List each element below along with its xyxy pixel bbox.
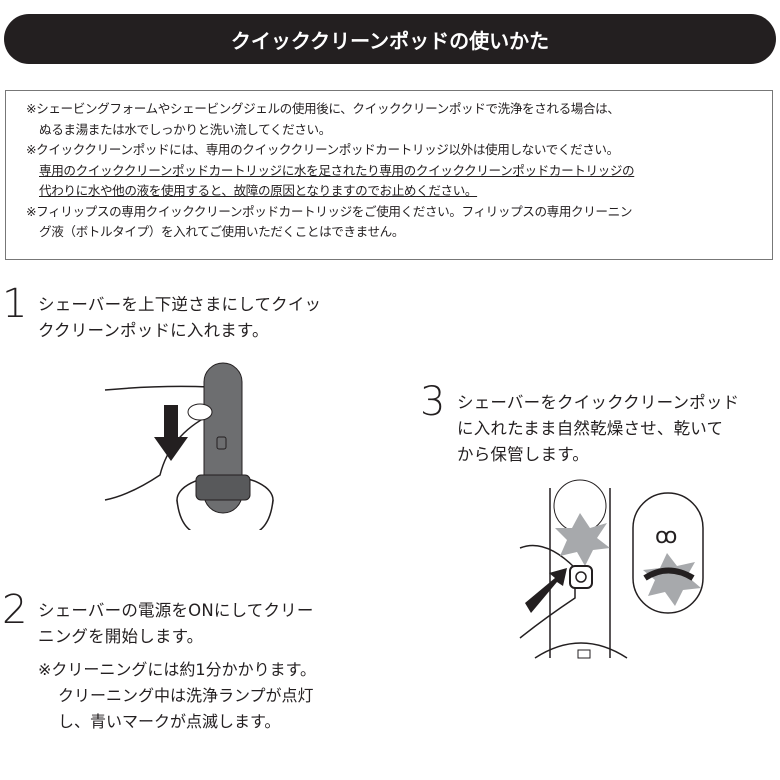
cleaning-illustration: ꝏ <box>519 479 704 659</box>
caution-box: ※シェービングフォームやシェービングジェルの使用後に、クイッククリーンポッドで洗… <box>5 90 773 260</box>
step-3-number: 3 <box>420 379 446 425</box>
step-text-line: に入れたまま自然乾燥させ、乾いて <box>457 419 724 438</box>
step-text-line: シェーバーの電源をONにしてクリー <box>38 601 314 620</box>
insert-shaver-illustration <box>104 362 274 530</box>
page-title: クイッククリーンポッドの使いかた <box>4 14 776 64</box>
step-2-number: 2 <box>2 587 28 633</box>
step-text-line: ニングを開始します。 <box>38 627 204 646</box>
step-1-text: シェーバーを上下逆さまにしてクイッ ククリーンポッドに入れます。 <box>38 292 321 344</box>
notice-text: ぬるま湯または水でしっかりと洗い流してください。 <box>39 121 331 137</box>
step-text-line: ククリーンポッドに入れます。 <box>38 321 269 340</box>
step-1-number: 1 <box>2 281 28 327</box>
step-text-line: シェーバーを上下逆さまにしてクイッ <box>38 295 322 314</box>
step-text-line: シェーバーをクイッククリーンポッド <box>457 393 740 412</box>
notice-warning-text: 専用のクイッククリーンポッドカートリッジに水を足されたり専用のクイッククリーンポ… <box>39 162 635 178</box>
down-arrow-icon <box>164 405 178 440</box>
notice-text: ※シェービングフォームやシェービングジェルの使用後に、クイッククリーンポッドで洗… <box>26 101 620 116</box>
step-3-text: シェーバーをクイッククリーンポッド に入れたまま自然乾燥させ、乾いて から保管し… <box>457 390 739 468</box>
note-line: ※クリーニングには約1分かかります。 <box>38 660 316 679</box>
step-2-text: シェーバーの電源をONにしてクリー ニングを開始します。 <box>38 598 314 650</box>
step-2-note: ※クリーニングには約1分かかります。 クリーニング中は洗浄ランプが点灯 し、青い… <box>38 657 316 735</box>
notice-text: ※クイッククリーンポッドには、専用のクイッククリーンポッドカートリッジ以外は使用… <box>26 142 619 157</box>
power-button-icon <box>575 571 587 583</box>
cleaning-mark-icon: ꝏ <box>655 524 677 549</box>
note-line: し、青いマークが点滅します。 <box>58 712 281 731</box>
note-line: クリーニング中は洗浄ランプが点灯 <box>58 686 314 705</box>
notice-text: グ液（ボトルタイプ）を入れてご使用いただくことはできません。 <box>39 224 405 239</box>
notice-warning-text: 代わりに水や他の液を使用すると、故障の原因となりますのでお止めください。 <box>39 183 478 198</box>
step-text-line: から保管します。 <box>457 445 589 464</box>
notice-text: ※フィリップスの専用クイッククリーンポッドカートリッジをご使用ください。フィリッ… <box>26 203 633 219</box>
